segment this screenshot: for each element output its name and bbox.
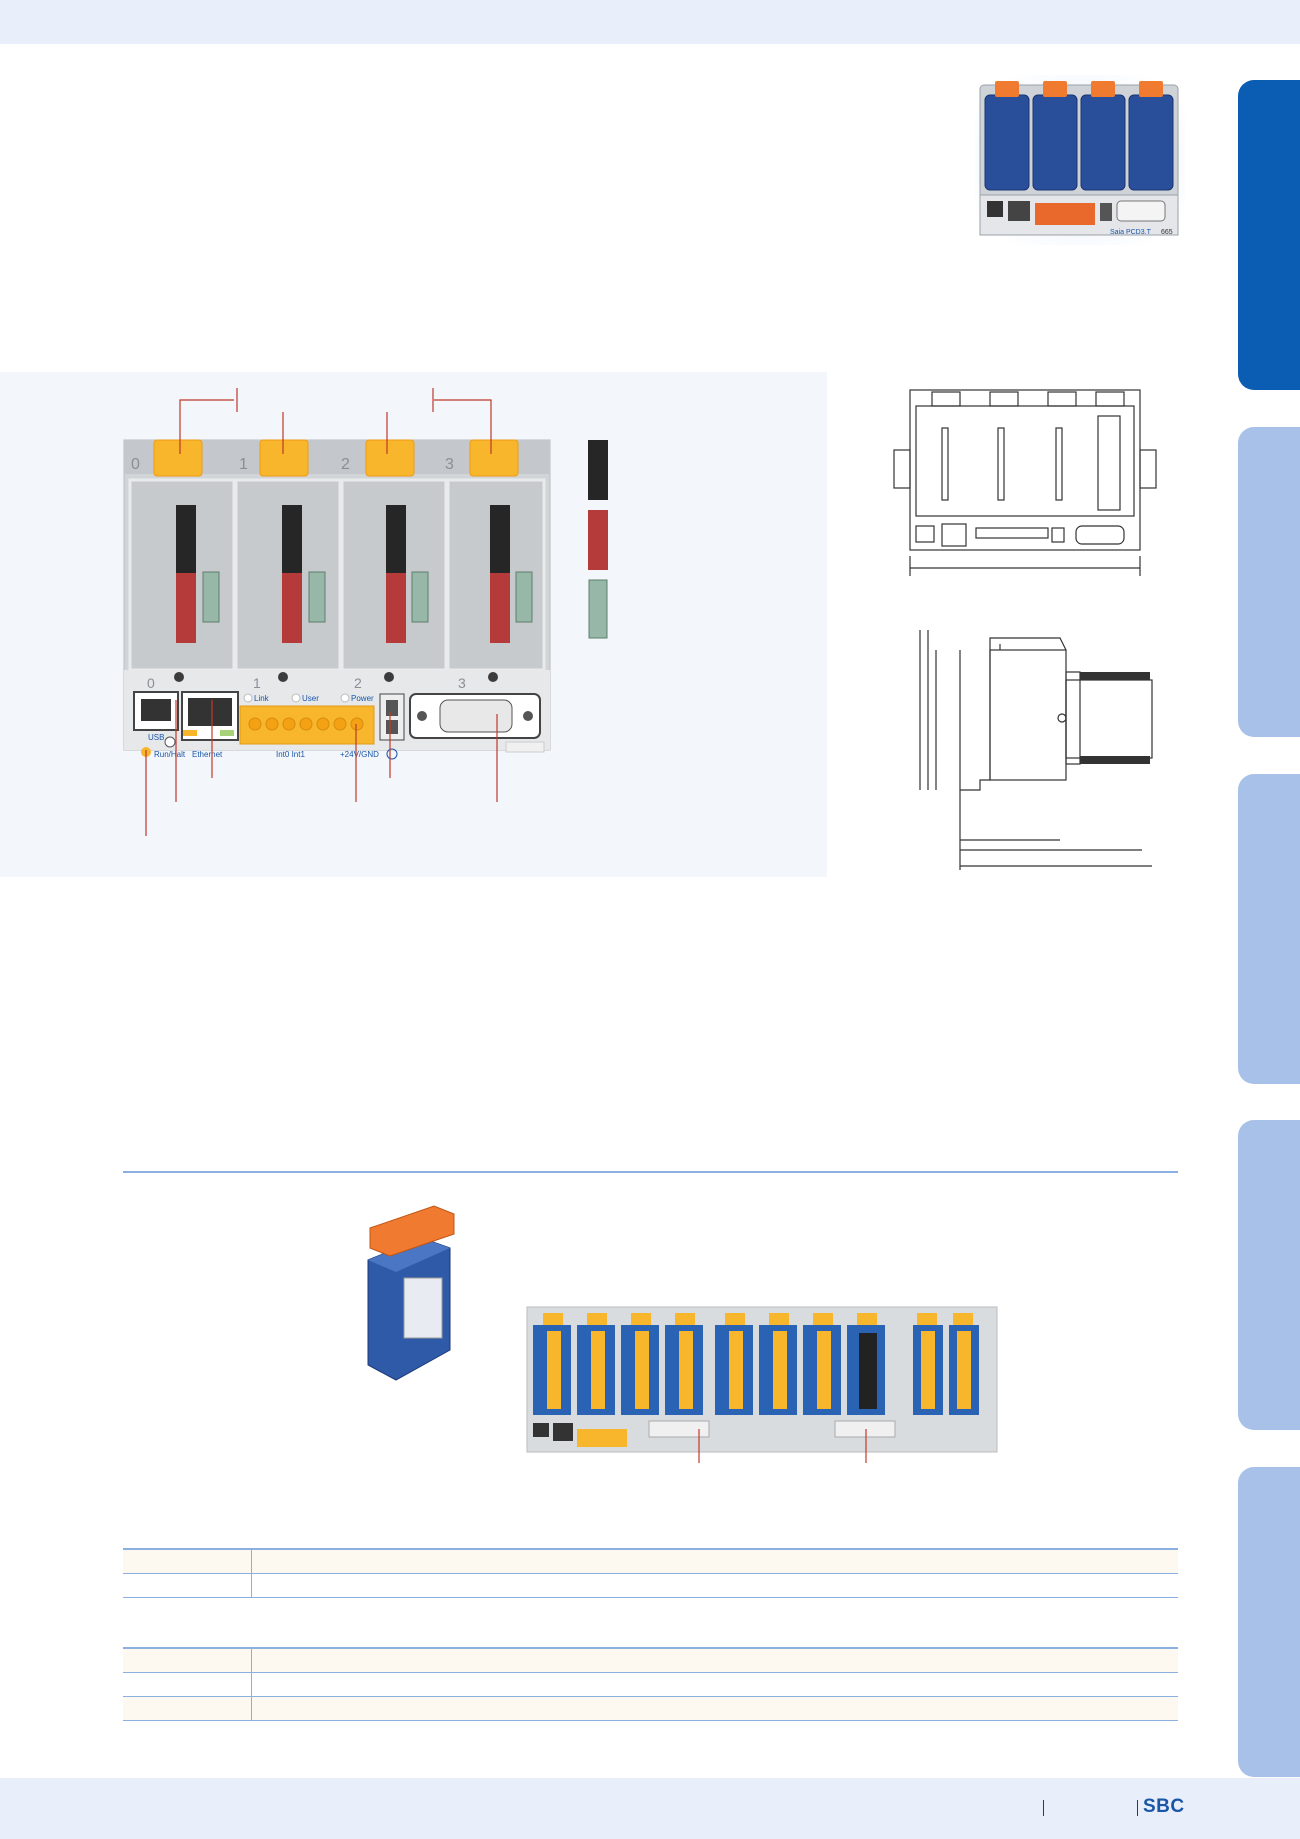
bottom-number-0: 0 [147,675,155,691]
product-photo: Saia PCD3.T 665 [975,75,1185,245]
section-tab-3[interactable] [1238,774,1300,1084]
table-cell [123,1696,252,1721]
bottom-number-3: 3 [458,675,466,691]
table-cell [251,1647,1178,1673]
table-cell [251,1548,1178,1574]
section-tab-1[interactable] [1238,80,1300,390]
ethernet-label: Ethernet [192,750,223,759]
table-cell [123,1548,252,1574]
header-band [0,0,1300,44]
bottom-number-1: 1 [253,675,261,691]
photo-code-label: 665 [1161,229,1173,236]
footer-separator [1137,1800,1138,1816]
table-row [123,1696,1178,1721]
table-cell [123,1573,252,1598]
table-row [123,1573,1178,1598]
footer-band [0,1778,1300,1839]
usb-label: USB [148,733,164,742]
section-divider [123,1171,1178,1173]
dimension-drawing [893,389,1157,870]
table-cell [251,1696,1178,1721]
spec-table-1 [123,1548,1178,1598]
led-power-label: Power [351,694,374,703]
led-user-label: User [302,694,319,703]
footer-separator [1043,1800,1044,1816]
section-tab-5[interactable] [1238,1467,1300,1777]
table-row [123,1672,1178,1697]
table-cell [251,1672,1178,1697]
slot-number-0: 0 [131,456,140,473]
slot-number-1: 1 [239,456,248,473]
io-module-image [367,1205,455,1381]
photo-model-label: Saia PCD3.T [1110,229,1152,236]
table-cell [123,1647,252,1673]
run-halt-label: Run/Halt [154,750,186,759]
section-tab-2[interactable] [1238,427,1300,737]
table-row [123,1647,1178,1673]
led-link-label: Link [254,694,270,703]
table-row [123,1548,1178,1574]
slot-number-3: 3 [445,456,454,473]
int-label: Int0 Int1 [276,750,305,759]
slot-number-2: 2 [341,456,350,473]
table-cell [251,1573,1178,1598]
footer-brand-logo: SBC [1143,1796,1185,1817]
table-cell [123,1672,252,1697]
controller-front-diagram: 0 1 2 3 0 1 2 3 USB Ethernet Run/Halt Li… [123,388,608,836]
power-terminal-label: +24V/GND [340,750,379,759]
section-tab-4[interactable] [1238,1120,1300,1430]
spec-table-2 [123,1647,1178,1721]
expansion-system-image [526,1306,998,1463]
bottom-number-2: 2 [354,675,362,691]
